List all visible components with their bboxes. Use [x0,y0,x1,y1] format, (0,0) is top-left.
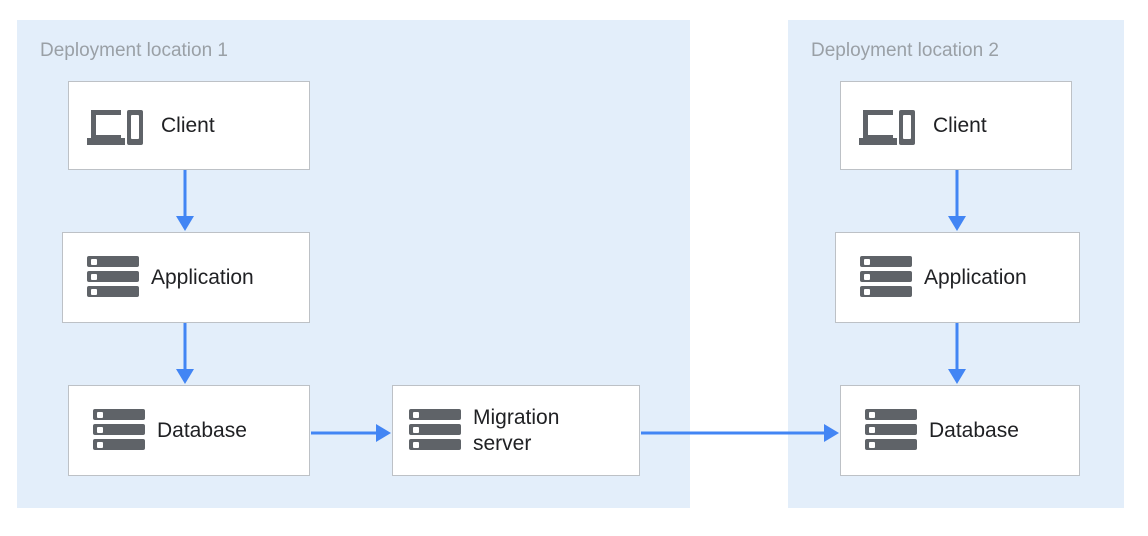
server-icon-svg [860,255,912,297]
server-icon-svg [87,255,139,297]
server-icon [409,408,461,453]
deployment-zone-1-label: Deployment location 1 [40,40,228,61]
server-icon [93,408,145,453]
arrow-client2-to-app2 [946,170,968,231]
node-migration-label: Migration server [473,405,560,455]
node-db2[interactable]: Database [840,385,1080,476]
node-client2-label: Client [933,113,987,137]
arrow-db1-to-migration [311,422,391,444]
arrow-migration-to-db2 [641,422,839,444]
node-app1[interactable]: Application [62,232,310,323]
node-db1[interactable]: Database [68,385,310,476]
server-icon-svg [865,408,917,450]
server-icon-svg [93,408,145,450]
arrow-client1-to-app1 [174,170,196,231]
deployment-zone-2-label: Deployment location 2 [811,40,999,61]
arrow-app2-to-db2 [946,323,968,384]
node-app1-label: Application [151,265,254,289]
devices-icon [87,104,143,148]
server-icon [87,255,139,300]
node-app2-label: Application [924,265,1027,289]
server-icon [860,255,912,300]
node-client2[interactable]: Client [840,81,1072,170]
node-db1-label: Database [157,418,247,442]
arrow-app1-to-db1 [174,323,196,384]
devices-icon-svg [859,109,915,145]
node-app2[interactable]: Application [835,232,1080,323]
devices-icon [859,104,915,148]
devices-icon-svg [87,109,143,145]
node-client1-label: Client [161,113,215,137]
server-icon [865,408,917,453]
node-db2-label: Database [929,418,1019,442]
node-client1[interactable]: Client [68,81,310,170]
node-migration[interactable]: Migration server [392,385,640,476]
server-icon-svg [409,408,461,450]
